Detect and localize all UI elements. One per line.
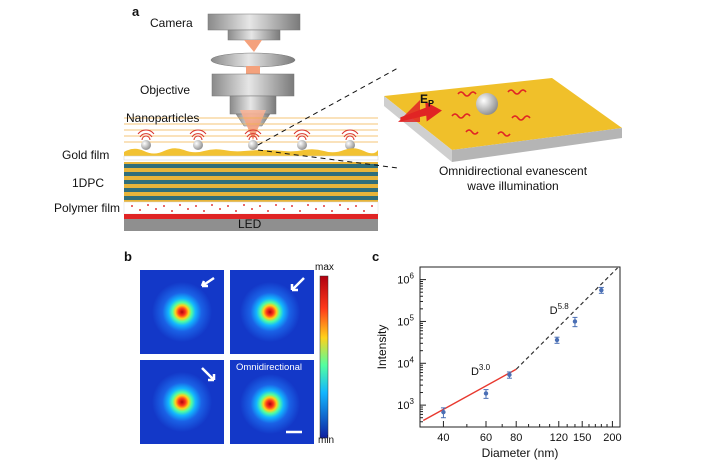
arrow-left-icon (200, 276, 215, 288)
colorbar-max-label: max (315, 262, 334, 273)
panel-a-letter: a (132, 4, 140, 19)
y-axis-label: Intensity (375, 325, 389, 370)
data-point (507, 372, 512, 378)
led-red-strip (124, 214, 378, 219)
inset-caption-line2: wave illumination (467, 179, 559, 193)
arrow-down-left-icon (290, 277, 305, 292)
psf-tile-2 (230, 270, 314, 354)
data-point (572, 319, 578, 324)
camera-label: Camera (150, 16, 193, 30)
zoom-line-lower (257, 149, 399, 169)
panel-a-schematic (123, 13, 622, 231)
polymer-film-label: Polymer film (54, 201, 121, 215)
fit-line-high (515, 267, 618, 370)
ep-label: EP (420, 92, 435, 109)
panel-b-images (140, 270, 329, 444)
gold-film-base (123, 155, 379, 161)
x-tick-label: 150 (573, 432, 591, 444)
data-point (483, 391, 489, 396)
nanoparticles-label: Nanoparticles (126, 111, 200, 125)
psf-tile-1 (140, 270, 224, 354)
nanoparticle-row (137, 129, 359, 150)
fit-line-low (422, 368, 517, 422)
x-axis-label: Diameter (nm) (482, 446, 559, 460)
psf-tile-4 (230, 360, 314, 444)
panel-c-letter: c (372, 249, 380, 264)
led-base (124, 219, 378, 231)
colorbar (319, 275, 329, 439)
y-tick-label: 103 (397, 397, 414, 412)
objective-top (211, 73, 295, 97)
x-tick-label: 60 (480, 432, 492, 444)
fit-label-high: D5.8 (550, 302, 570, 317)
x-tick-label: 200 (603, 432, 621, 444)
x-tick-label: 80 (510, 432, 522, 444)
x-tick-label: 120 (550, 432, 568, 444)
psf-tile-3 (140, 360, 224, 444)
inset-plate (384, 78, 622, 162)
polymer-film (123, 201, 379, 215)
data-point (441, 409, 446, 415)
y-tick-label: 106 (397, 272, 414, 287)
arrow-down-right-icon (201, 367, 216, 382)
upper-beam (244, 40, 262, 52)
middle-beam (246, 66, 260, 76)
led-label: LED (238, 217, 262, 231)
dpc-label: 1DPC (72, 176, 105, 190)
gold-film-label: Gold film (62, 148, 110, 162)
colorbar-min-label: min (318, 435, 335, 446)
tube-lens (210, 52, 296, 68)
omnidirectional-label: Omnidirectional (236, 362, 302, 373)
gold-film (124, 148, 378, 156)
polymer-speckles (131, 204, 373, 212)
camera-mount (227, 29, 281, 41)
data-point (599, 287, 604, 293)
dpc-stack (124, 162, 378, 202)
inset-caption-line1: Omnidirectional evanescent (438, 164, 588, 178)
data-point (554, 337, 560, 343)
objective-label: Objective (140, 83, 191, 97)
y-tick-label: 104 (397, 355, 414, 370)
focus-beam (240, 110, 266, 140)
plot-frame (419, 266, 621, 428)
camera-body (207, 13, 301, 31)
x-tick-label: 40 (437, 432, 449, 444)
panel-b-letter: b (124, 249, 132, 264)
fit-label-low: D3.0 (471, 363, 491, 378)
y-tick-label: 105 (397, 313, 414, 328)
